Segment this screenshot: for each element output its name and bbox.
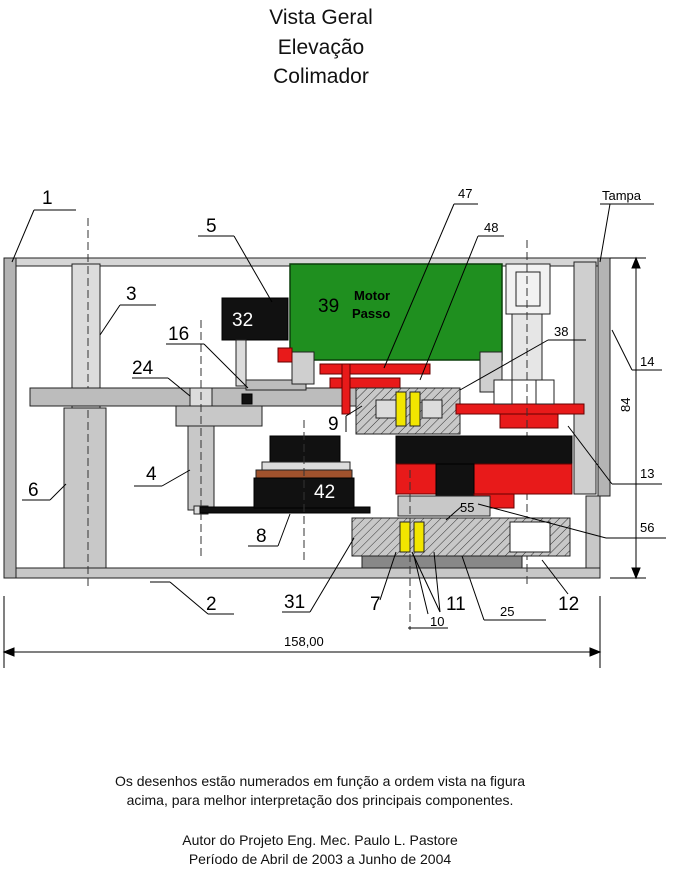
label-25: 25 [500,604,514,619]
lower-bearing-yellow-2 [413,521,425,553]
label-10: 10 [430,614,444,629]
black-drum-lower [435,463,475,499]
label-1: 1 [42,188,53,209]
label-31: 31 [284,592,305,613]
red-gear-lower [329,377,401,389]
dimension-width: 158,00 [284,634,324,649]
label-6: 6 [28,480,39,501]
right-lower-wall [585,495,601,569]
bearing-hub [375,399,397,419]
label-2: 2 [206,594,217,615]
housing-base-plate [3,567,601,579]
block-24 [175,405,263,427]
red-drum-left [395,463,437,495]
label-32: 32 [232,310,253,331]
housing-left-wall [3,257,17,579]
label-passo: Passo [352,306,390,321]
black-drum [395,435,573,465]
dimension-height: 84 [618,398,633,412]
label-13: 13 [640,466,654,481]
label-11: 11 [446,594,466,615]
label-motor: Motor [354,288,390,303]
bearing-housing-9 [355,387,461,435]
housing-right-wall [597,257,611,497]
label-5: 5 [206,216,217,237]
label-12: 12 [558,594,579,615]
label-24: 24 [132,358,154,379]
block-32-post [235,339,247,387]
label-39: 39 [318,296,339,317]
red-gear-shaft [341,363,351,415]
label-tampa: Tampa [602,188,642,203]
column-sleeve [63,407,107,569]
red-block-13 [499,413,559,429]
right-shaft-inner [515,271,541,307]
bearing-hub-2 [421,399,443,419]
footer-line-1: Os desenhos estão numerados em função a … [114,773,526,789]
lower-feet [361,555,523,569]
label-48: 48 [484,220,498,235]
right-shaft-rod [511,313,543,381]
footer-author: Autor do Projeto Eng. Mec. Paulo L. Past… [182,832,458,848]
red-tab [277,347,293,363]
label-4: 4 [146,464,157,485]
block-42-top [269,435,341,465]
footer-line-2: acima, para melhor interpretação dos pri… [126,792,514,808]
bearing-yellow-1 [395,391,407,427]
label-47: 47 [458,186,472,201]
lower-bearing-right [509,521,551,553]
label-14: 14 [640,354,654,369]
footer-period: Período de Abril de 2003 a Junho de 2004 [188,851,452,867]
red-drum-right [473,463,573,495]
label-16: 16 [168,324,189,345]
label-42: 42 [314,482,335,503]
column-shaft [71,263,101,409]
label-38: 38 [554,324,568,339]
label-9: 9 [328,414,339,435]
label-56: 56 [640,520,654,535]
title-line-3: Colimador [273,65,369,88]
bearing-right [493,379,513,405]
block-32 [221,297,289,341]
arm-38 [455,403,585,415]
red-gear-upper [319,363,431,375]
title-line-1: Vista Geral [269,6,373,29]
motor-mount-left [291,351,315,385]
label-3: 3 [126,284,137,305]
inner-right-panel [573,261,597,495]
label-8: 8 [256,526,267,547]
title-line-2: Elevação [277,36,365,59]
label-7: 7 [370,594,381,615]
label-55: 55 [460,500,474,515]
element-16 [241,393,253,405]
block-42-collar [261,461,351,471]
lower-bearing-yellow-1 [399,521,411,553]
block-55 [397,495,491,517]
bearing-right-2 [535,379,555,405]
stepper-motor [289,263,503,361]
bearing-yellow-2 [409,391,421,427]
